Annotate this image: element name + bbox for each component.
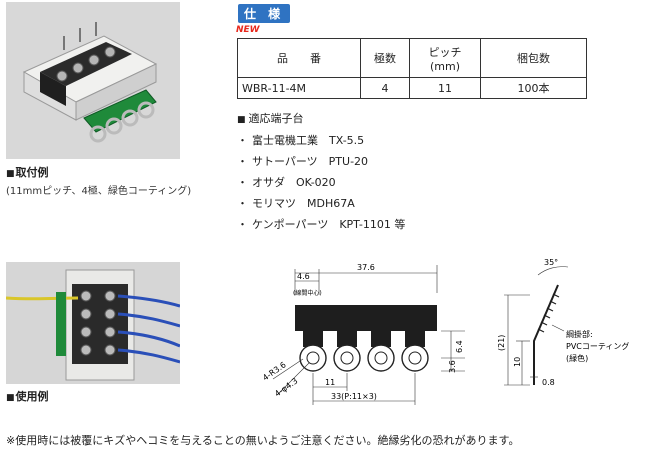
header-pitch-line2: (mm): [429, 59, 460, 73]
header-pitch-line1: ピッチ: [428, 45, 462, 59]
header-pack: 梱包数: [480, 38, 587, 78]
dim-10: 10: [513, 357, 522, 367]
list-item: 富士電機工業 TX-5.5: [237, 130, 405, 151]
header-part-no: 品 番: [237, 38, 361, 78]
list-item: オサダ OK-020: [237, 172, 405, 193]
new-badge: NEW: [236, 25, 260, 35]
dim-hole: 4-φ4.3: [273, 376, 299, 398]
dim-21: (21): [497, 335, 506, 351]
dim-4-6: 4.6: [297, 272, 310, 281]
dim-11: 11: [325, 378, 335, 387]
mount-example-title: 取付例: [6, 164, 49, 180]
dim-0-8: 0.8: [542, 378, 555, 387]
coating-label-2: PVCコーティング: [566, 341, 629, 351]
list-item: モリマツ MDH67A: [237, 193, 405, 214]
spec-table-header-row: 品 番 極数 ピッチ (mm) 梱包数: [237, 38, 587, 78]
coating-label-3: (緑色): [566, 353, 588, 363]
side-view-drawing: 35° (21) 10 0.8 綱掛部: PVCコーティング (緑色): [497, 258, 629, 387]
coating-label-1: 綱掛部:: [566, 329, 593, 339]
use-example-title: 使用例: [6, 388, 49, 404]
spec-table: 品 番 極数 ピッチ (mm) 梱包数 WBR-11-4M 4 11 100本: [237, 38, 587, 99]
front-view-drawing: 4.6 (線間中心) 37.6 6.4 3.6 4-R3.6 4-φ4.3 11…: [261, 263, 465, 405]
dim-33: 33(P:11×3): [331, 392, 377, 401]
table-row: WBR-11-4M 4 11 100本: [237, 77, 587, 99]
dim-3-6: 3.6: [448, 360, 457, 373]
spec-badge: 仕 様: [238, 4, 291, 23]
header-pitch: ピッチ (mm): [409, 38, 481, 78]
cell-pitch: 11: [409, 77, 481, 99]
list-item: サトーパーツ PTU-20: [237, 151, 405, 172]
dim-37-6: 37.6: [357, 263, 375, 272]
terminals-heading: 適応端子台: [237, 110, 304, 126]
dim-4-6-note: (線間中心): [293, 289, 322, 297]
cell-part-no: WBR-11-4M: [237, 77, 361, 99]
list-item: ケンポーパーツ KPT-1101 等: [237, 214, 405, 235]
cell-pack: 100本: [480, 77, 587, 99]
use-example-photo: [6, 262, 180, 384]
dim-angle: 35°: [544, 258, 558, 267]
terminals-list: 富士電機工業 TX-5.5 サトーパーツ PTU-20 オサダ OK-020 モ…: [237, 130, 405, 235]
dim-6-4: 6.4: [455, 340, 464, 353]
header-poles: 極数: [360, 38, 410, 78]
dim-radius: 4-R3.6: [261, 360, 288, 382]
cell-poles: 4: [360, 77, 410, 99]
mount-example-photo: [6, 2, 180, 159]
mount-example-subtitle: (11mmピッチ、4極、緑色コーティング): [6, 186, 192, 197]
caution-note: ※使用時には被覆にキズやヘコミを与えることの無いようご注意ください。絶縁劣化の恐…: [6, 434, 520, 447]
